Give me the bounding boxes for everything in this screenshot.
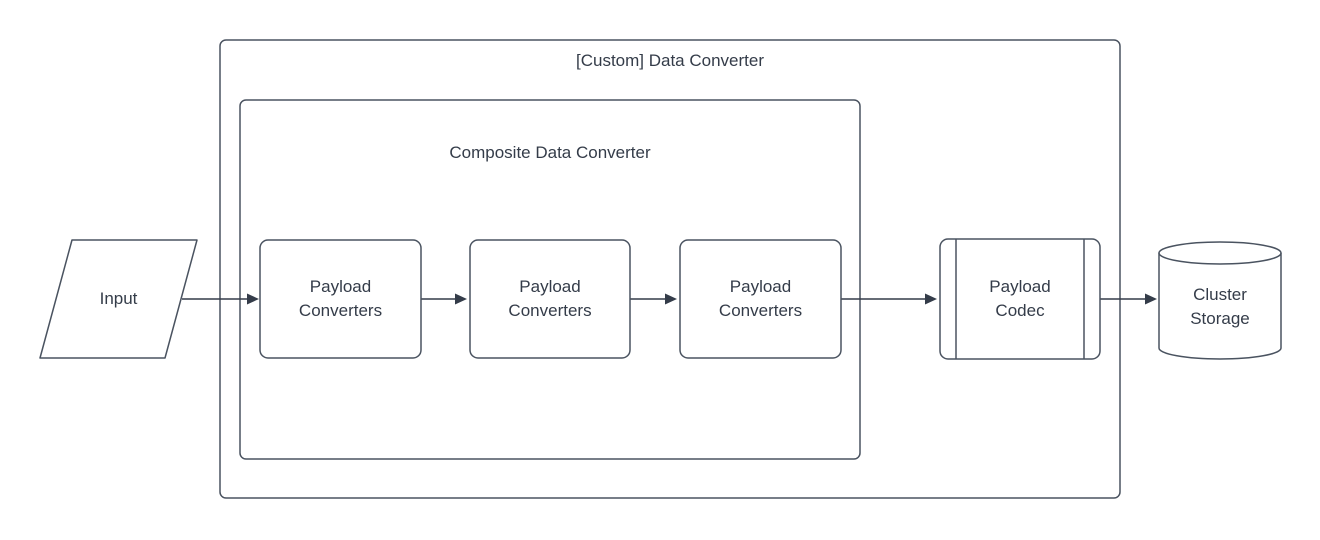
payload-converters-box-1[interactable]	[259, 239, 422, 359]
arrowhead-icon	[1145, 293, 1157, 305]
payload-converters-box-2[interactable]	[469, 239, 631, 359]
arrowhead-icon	[247, 293, 259, 305]
arrowhead-icon	[925, 293, 937, 305]
payload-codec-shape[interactable]	[939, 238, 1101, 360]
arrowhead-icon	[665, 293, 677, 305]
input-shape[interactable]	[39, 239, 198, 359]
cluster-storage-shape[interactable]	[1158, 241, 1282, 360]
connector-converter2-to-converter3[interactable]	[630, 293, 677, 305]
payload-converters-box-3[interactable]	[679, 239, 842, 359]
connector-converter1-to-converter2[interactable]	[421, 293, 467, 305]
arrowhead-icon	[455, 293, 467, 305]
connector-codec-to-storage[interactable]	[1100, 293, 1157, 305]
connector-input-to-converter1[interactable]	[182, 293, 259, 305]
connector-converter3-to-codec[interactable]	[841, 293, 937, 305]
